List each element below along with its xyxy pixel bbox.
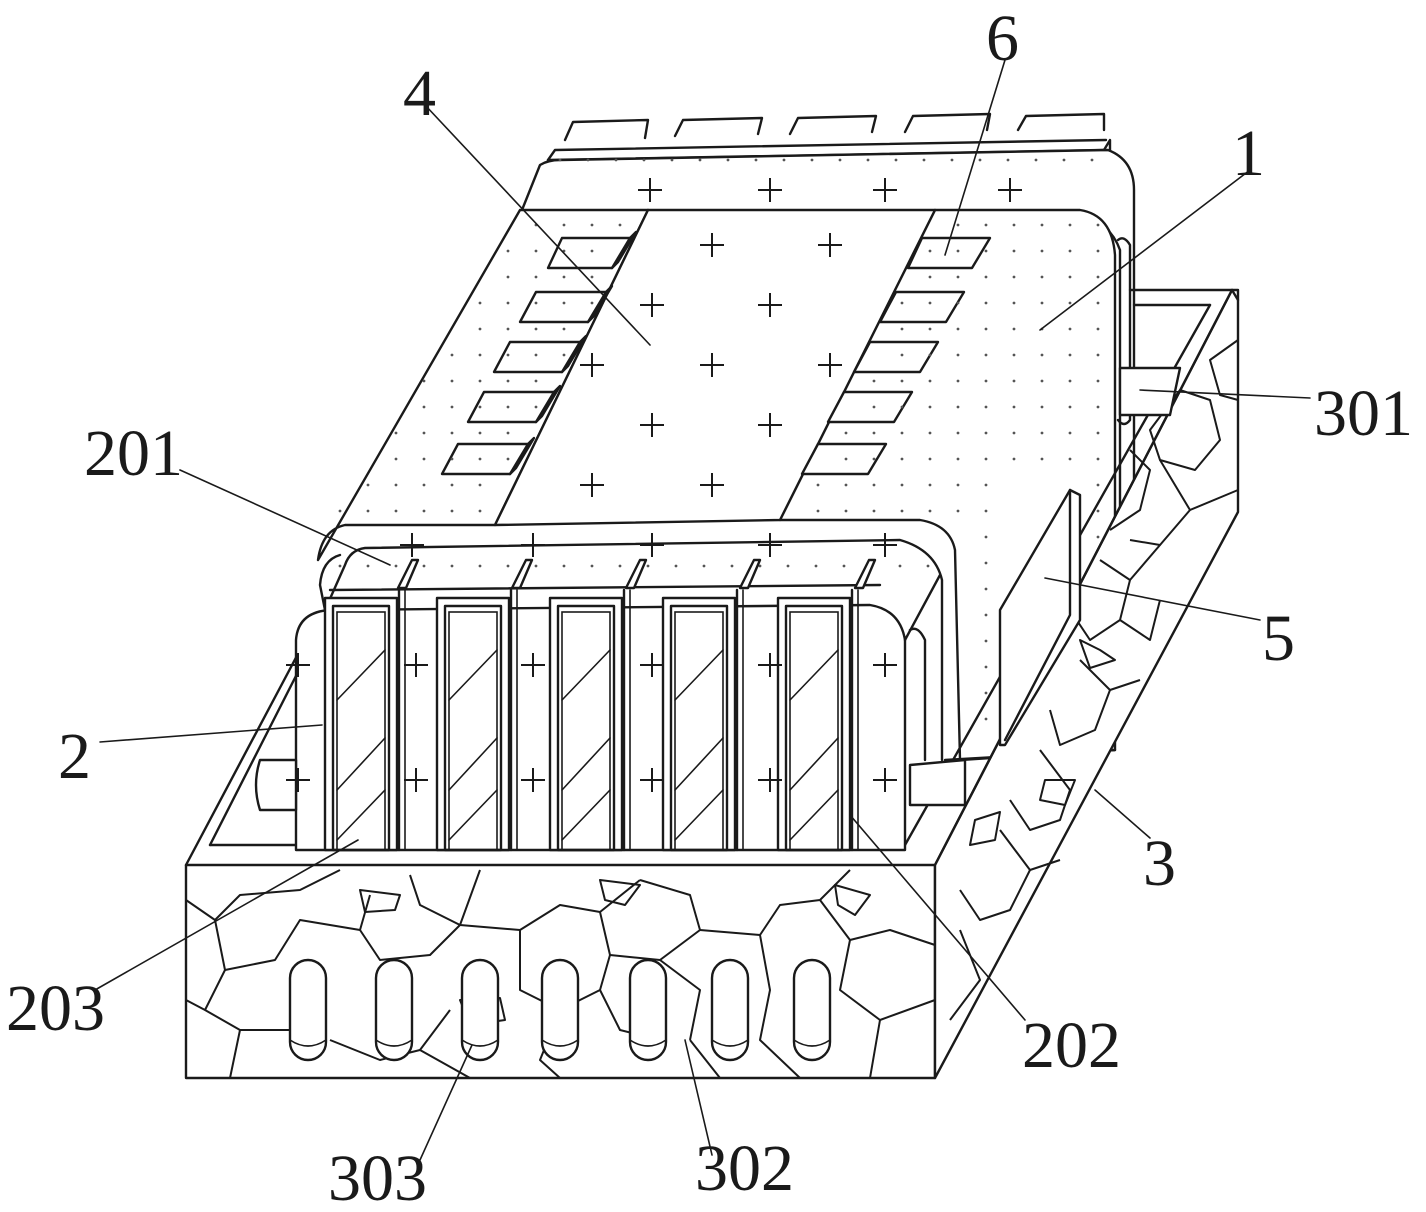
plus-mark xyxy=(640,293,664,317)
plus-mark xyxy=(638,178,662,202)
cell-panels xyxy=(323,588,859,852)
cell-panel xyxy=(548,588,631,852)
vent-slot xyxy=(374,958,414,1062)
label-301: 301 xyxy=(1314,377,1413,450)
plus-mark xyxy=(521,768,545,792)
label-6: 6 xyxy=(986,2,1019,75)
plus-mark xyxy=(521,533,545,557)
vent-slot xyxy=(540,958,580,1062)
vent-slot xyxy=(792,958,832,1062)
plus-mark xyxy=(640,768,664,792)
right-rail-slots xyxy=(800,236,992,476)
vent-slot xyxy=(710,958,750,1062)
plus-mark xyxy=(580,473,604,497)
cell-panel xyxy=(435,588,518,852)
cell-panel xyxy=(661,588,744,852)
plus-mark xyxy=(640,533,664,557)
vent-slot xyxy=(460,958,500,1062)
plus-mark xyxy=(758,413,782,437)
label-3: 3 xyxy=(1143,827,1176,900)
plus-mark xyxy=(580,353,604,377)
side-stone-texture xyxy=(949,339,1239,1021)
cell-rib xyxy=(510,558,534,590)
plus-mark xyxy=(758,178,782,202)
plus-mark xyxy=(700,353,724,377)
cell-rib xyxy=(624,558,648,590)
cell-panel xyxy=(323,588,406,852)
label-4: 4 xyxy=(403,57,436,130)
label-5: 5 xyxy=(1262,602,1295,675)
cell-top-ribs xyxy=(396,558,877,590)
cell-rib xyxy=(738,558,762,590)
plus-mark xyxy=(758,768,782,792)
plus-mark xyxy=(640,413,664,437)
plus-marks xyxy=(286,178,1022,792)
plus-mark xyxy=(521,653,545,677)
plus-mark xyxy=(404,653,428,677)
label-302: 302 xyxy=(695,1132,794,1205)
plus-mark xyxy=(873,653,897,677)
label-203: 203 xyxy=(6,972,105,1045)
plus-mark xyxy=(873,533,897,557)
label-201: 201 xyxy=(84,417,183,490)
side-plate-5 xyxy=(998,488,1082,747)
plus-mark xyxy=(818,233,842,257)
plus-mark xyxy=(286,653,310,677)
plus-mark xyxy=(818,353,842,377)
cell-rib xyxy=(853,558,877,590)
plus-mark xyxy=(998,178,1022,202)
left-rail-slots xyxy=(440,230,638,476)
front-vent-slots xyxy=(288,958,832,1062)
side-tab-301 xyxy=(1118,366,1182,417)
vent-slot xyxy=(288,958,328,1062)
plus-mark xyxy=(873,178,897,202)
surface-dots xyxy=(338,158,1100,721)
cell-panel xyxy=(776,588,859,852)
cell-rib xyxy=(396,558,420,590)
figure-labels: 1 2 201 202 203 3 301 302 303 4 5 6 xyxy=(6,2,1413,1212)
plus-mark xyxy=(700,473,724,497)
plus-mark xyxy=(758,533,782,557)
plus-mark xyxy=(758,293,782,317)
plus-mark xyxy=(286,768,310,792)
plus-mark xyxy=(873,768,897,792)
plus-mark xyxy=(400,533,424,557)
plus-mark xyxy=(758,653,782,677)
vent-slot xyxy=(628,958,668,1062)
plus-mark xyxy=(700,233,724,257)
plus-mark xyxy=(640,653,664,677)
label-202: 202 xyxy=(1022,1009,1121,1082)
leader-lines xyxy=(94,59,1311,1161)
label-2: 2 xyxy=(58,720,91,793)
plus-mark xyxy=(404,768,428,792)
label-1: 1 xyxy=(1232,117,1265,190)
label-303: 303 xyxy=(328,1142,427,1212)
